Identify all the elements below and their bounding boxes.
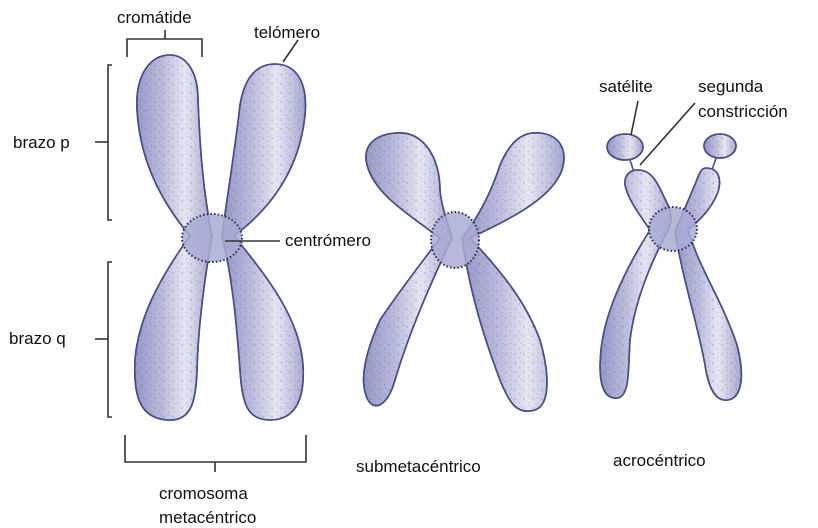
submetacentrico-label: submetacéntrico: [356, 457, 481, 476]
cromosoma-label-line1: cromosoma: [159, 484, 248, 503]
brazo-p-bracket: [95, 65, 112, 220]
acrocentric-chromosome: [600, 134, 741, 400]
cromatide-bracket: [127, 30, 202, 57]
acrocentrico-label: acrocéntrico: [613, 451, 706, 470]
centromero-label: centrómero: [285, 231, 371, 250]
telomero-leader-line: [283, 40, 298, 62]
satelite-leader-line: [631, 101, 638, 135]
cromosoma-label-line2: metacéntrico: [159, 508, 256, 527]
cromatide-label: cromátide: [117, 8, 192, 27]
submetacentric-chromosome: [364, 133, 564, 411]
cromosoma-metacentrico-bracket: [125, 435, 306, 472]
brazo-q-label: brazo q: [9, 329, 66, 348]
satelite-label: satélite: [599, 77, 653, 96]
segunda-label-line1: segunda: [698, 77, 764, 96]
brazo-q-bracket: [95, 262, 112, 417]
metacentric-chromosome: [135, 55, 306, 420]
segunda-constriccion-leader-line: [640, 103, 695, 165]
telomero-label: telómero: [254, 23, 320, 42]
brazo-p-label: brazo p: [13, 133, 70, 152]
constriccion-label-line2: constricción: [698, 102, 788, 121]
